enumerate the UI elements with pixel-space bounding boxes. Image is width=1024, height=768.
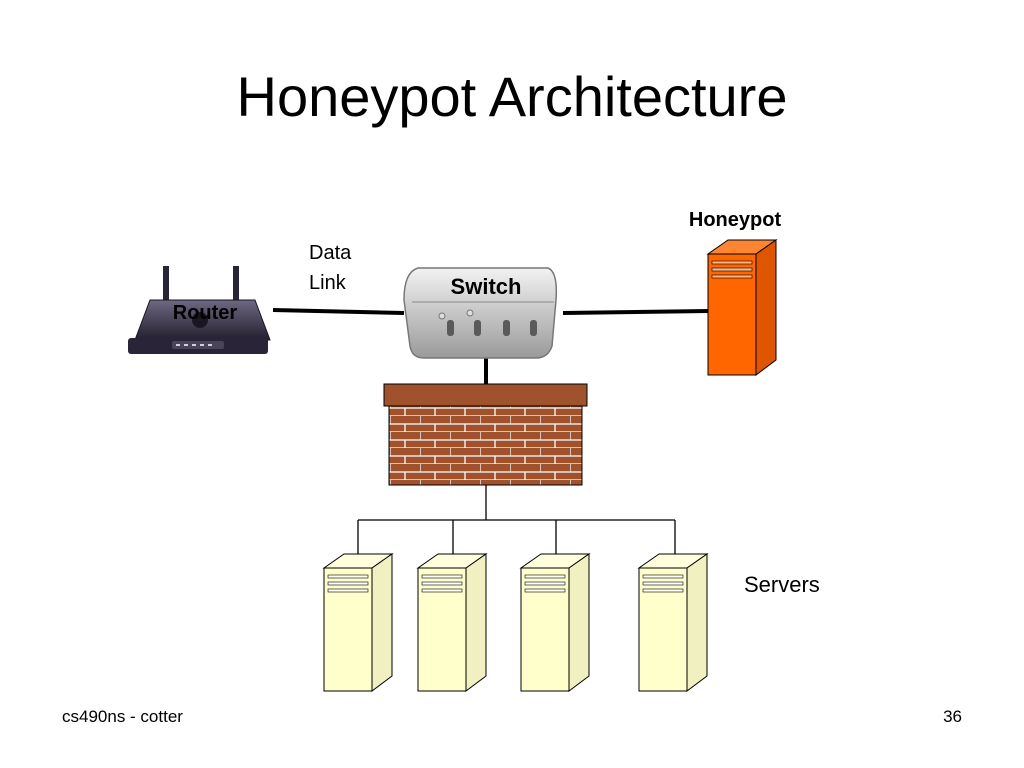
switch-icon (403, 267, 558, 359)
footer-course-label: cs490ns - cotter (62, 707, 183, 726)
link-router-switch (272, 308, 405, 315)
data-link-label-line1: Data (309, 242, 352, 264)
page-number: 36 (943, 707, 962, 726)
servers-label: Servers (744, 572, 820, 597)
honeypot-server-icon (706, 239, 778, 376)
router-icon (128, 266, 271, 354)
router-label: Router (173, 302, 238, 324)
server-4-icon (637, 553, 709, 692)
server-2-icon (416, 553, 488, 692)
server-3-icon (519, 553, 591, 692)
data-link-label-line2: Link (309, 272, 347, 294)
server-1-icon (322, 553, 394, 692)
honeypot-label: Honeypot (689, 209, 782, 231)
link-switch-honeypot (562, 309, 710, 315)
firewall-icon (383, 383, 588, 486)
server-bus-lines (357, 485, 676, 560)
switch-label: Switch (451, 274, 522, 299)
slide-title: Honeypot Architecture (236, 65, 788, 128)
